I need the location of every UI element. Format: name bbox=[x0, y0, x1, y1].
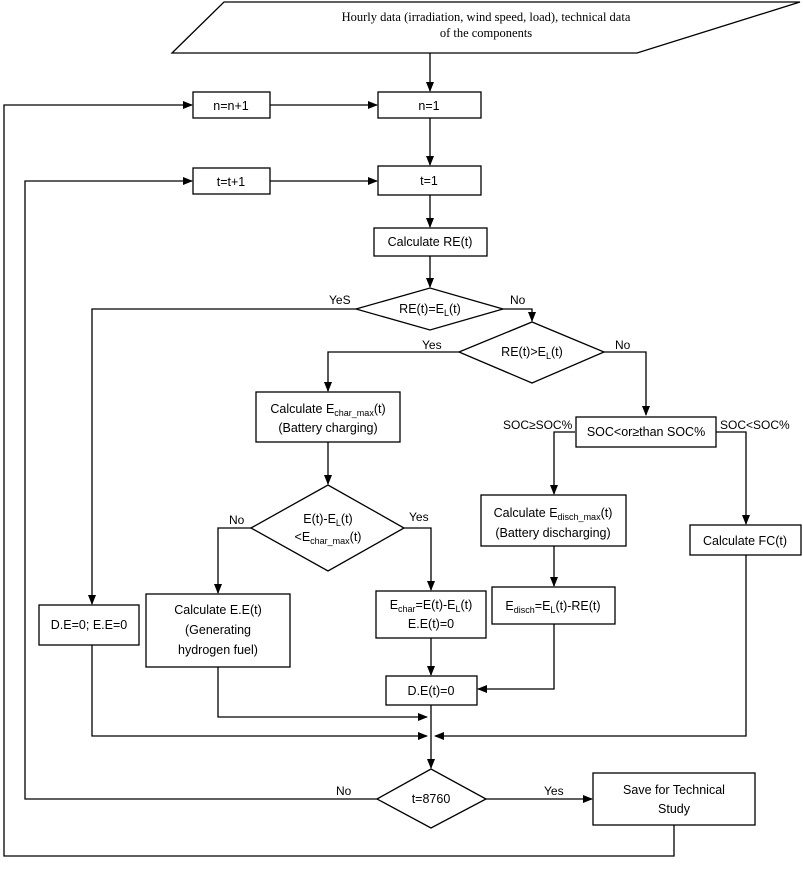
input-parallelogram: Hourly data (irradiation, wind speed, lo… bbox=[170, 1, 801, 54]
svg-text:SOC<or≥than SOC%: SOC<or≥than SOC% bbox=[587, 425, 705, 439]
decision-re-greater-load: RE(t)>EL(t) Yes No bbox=[422, 321, 631, 384]
svg-text:Hourly data (irradiation, wind: Hourly data (irradiation, wind speed, lo… bbox=[342, 10, 631, 24]
svg-text:t=8760: t=8760 bbox=[412, 792, 451, 806]
decision3-no-label: No bbox=[229, 513, 245, 527]
svg-text:(Battery discharging): (Battery discharging) bbox=[495, 526, 610, 540]
final-yes-label: Yes bbox=[544, 784, 564, 798]
t-increment-box: t=t+1 bbox=[192, 167, 271, 195]
decision2-yes-label: Yes bbox=[422, 338, 442, 352]
decision3-yes-label: Yes bbox=[409, 510, 429, 524]
svg-text:t=1: t=1 bbox=[420, 174, 438, 188]
decision1-yes-label: YeS bbox=[329, 293, 351, 307]
svg-text:Study: Study bbox=[658, 802, 691, 816]
discharge-calc-box: Calculate Edisch_max(t) (Battery dischar… bbox=[480, 494, 627, 547]
soc-left-label: SOC≥SOC% bbox=[503, 418, 573, 432]
de-ee-zero-box: D.E=0; E.E=0 bbox=[38, 604, 140, 646]
svg-text:E(t)-EL(t): E(t)-EL(t) bbox=[303, 512, 352, 528]
svg-text:Save for Technical: Save for Technical bbox=[623, 783, 725, 797]
svg-text:(Generating: (Generating bbox=[185, 623, 251, 637]
svg-text:<Echar_max(t): <Echar_max(t) bbox=[295, 530, 362, 546]
charge-calc-box: Calculate Echar_max(t) (Battery charging… bbox=[255, 391, 401, 443]
decision-final-hour: t=8760 No Yes bbox=[336, 768, 564, 829]
edisch-box: Edisch=EL(t)-RE(t) bbox=[491, 586, 616, 625]
svg-text:Calculate E.E(t): Calculate E.E(t) bbox=[174, 603, 262, 617]
svg-text:Calculate Edisch_max(t): Calculate Edisch_max(t) bbox=[494, 506, 613, 522]
svg-text:Echar=E(t)-EL(t): Echar=E(t)-EL(t) bbox=[390, 598, 473, 614]
svg-text:hydrogen fuel): hydrogen fuel) bbox=[178, 643, 258, 657]
svg-text:E.E(t)=0: E.E(t)=0 bbox=[408, 617, 454, 631]
svg-text:Calculate RE(t): Calculate RE(t) bbox=[388, 235, 473, 249]
svg-text:t=t+1: t=t+1 bbox=[217, 175, 246, 189]
decision1-no-label: No bbox=[510, 293, 526, 307]
decision2-no-label: No bbox=[615, 338, 631, 352]
echar-box: Echar=E(t)-EL(t) E.E(t)=0 bbox=[375, 590, 487, 639]
svg-text:(Battery charging): (Battery charging) bbox=[278, 421, 377, 435]
excess-energy-calc-box: Calculate E.E(t) (Generating hydrogen fu… bbox=[145, 593, 291, 668]
final-no-label: No bbox=[336, 784, 352, 798]
connectors bbox=[3, 53, 750, 857]
svg-text:D.E(t)=0: D.E(t)=0 bbox=[408, 684, 455, 698]
svg-text:Calculate FC(t): Calculate FC(t) bbox=[703, 534, 787, 548]
n-init-box: n=1 bbox=[377, 91, 482, 119]
n-increment-box: n=n+1 bbox=[192, 91, 271, 119]
svg-text:Calculate Echar_max(t): Calculate Echar_max(t) bbox=[270, 402, 385, 418]
svg-text:of the components: of the components bbox=[440, 26, 532, 40]
save-study-box: Save for Technical Study bbox=[592, 772, 756, 826]
fuel-cell-calc-box: Calculate FC(t) bbox=[689, 524, 802, 556]
calculate-re-box: Calculate RE(t) bbox=[373, 227, 488, 257]
soc-right-label: SOC<SOC% bbox=[720, 418, 790, 432]
svg-text:D.E=0; E.E=0: D.E=0; E.E=0 bbox=[51, 618, 127, 632]
svg-text:n=1: n=1 bbox=[418, 99, 439, 113]
t-init-box: t=1 bbox=[377, 165, 482, 196]
decision-re-equals-load: RE(t)=EL(t) YeS No bbox=[329, 287, 526, 331]
decision-surplus-vs-charge: E(t)-EL(t) <Echar_max(t) No Yes bbox=[229, 484, 429, 572]
svg-text:Edisch=EL(t)-RE(t): Edisch=EL(t)-RE(t) bbox=[505, 599, 600, 615]
svg-text:RE(t)=EL(t): RE(t)=EL(t) bbox=[399, 302, 461, 318]
svg-text:n=n+1: n=n+1 bbox=[213, 99, 249, 113]
deficit-zero-box: D.E(t)=0 bbox=[385, 675, 478, 706]
soc-check-box: SOC<or≥than SOC% SOC≥SOC% SOC<SOC% bbox=[503, 416, 790, 448]
svg-text:RE(t)>EL(t): RE(t)>EL(t) bbox=[501, 345, 563, 361]
